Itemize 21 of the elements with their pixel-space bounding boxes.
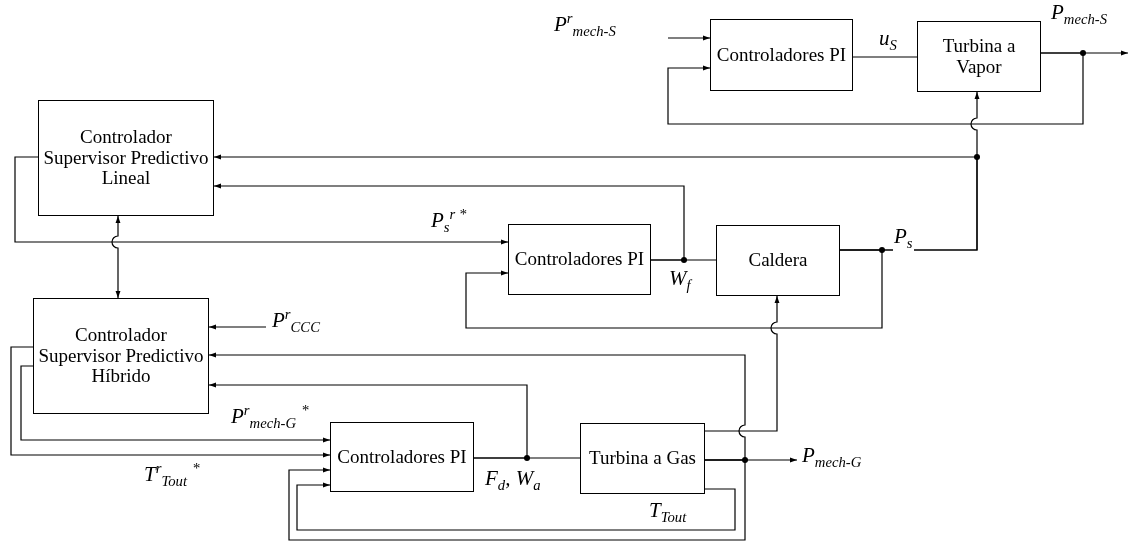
arrow: [296, 482, 736, 531]
arrow: [465, 249, 883, 329]
arrow: [213, 154, 978, 251]
arrow: [10, 346, 331, 458]
process-box: Turbina a Vapor: [917, 21, 1041, 92]
process-box: Controlador Supervisor Predictivo Híbrido: [33, 298, 209, 414]
arrow: [208, 324, 267, 330]
process-box: Caldera: [716, 225, 840, 296]
process-box: Controladores PI: [710, 19, 853, 91]
process-box: Controladores PI: [508, 224, 651, 295]
arrow: [20, 365, 331, 443]
arrow: [14, 156, 509, 245]
arrow: [111, 215, 121, 299]
process-box: Turbina a Gas: [580, 423, 705, 494]
arrow: [704, 295, 780, 432]
arrow: [213, 183, 685, 261]
process-box: Controlador Supervisor Predictivo Lineal: [38, 100, 214, 216]
arrow: [667, 35, 711, 41]
arrow: [288, 459, 746, 541]
arrow: [667, 52, 1084, 125]
process-box: Controladores PI: [330, 422, 474, 492]
